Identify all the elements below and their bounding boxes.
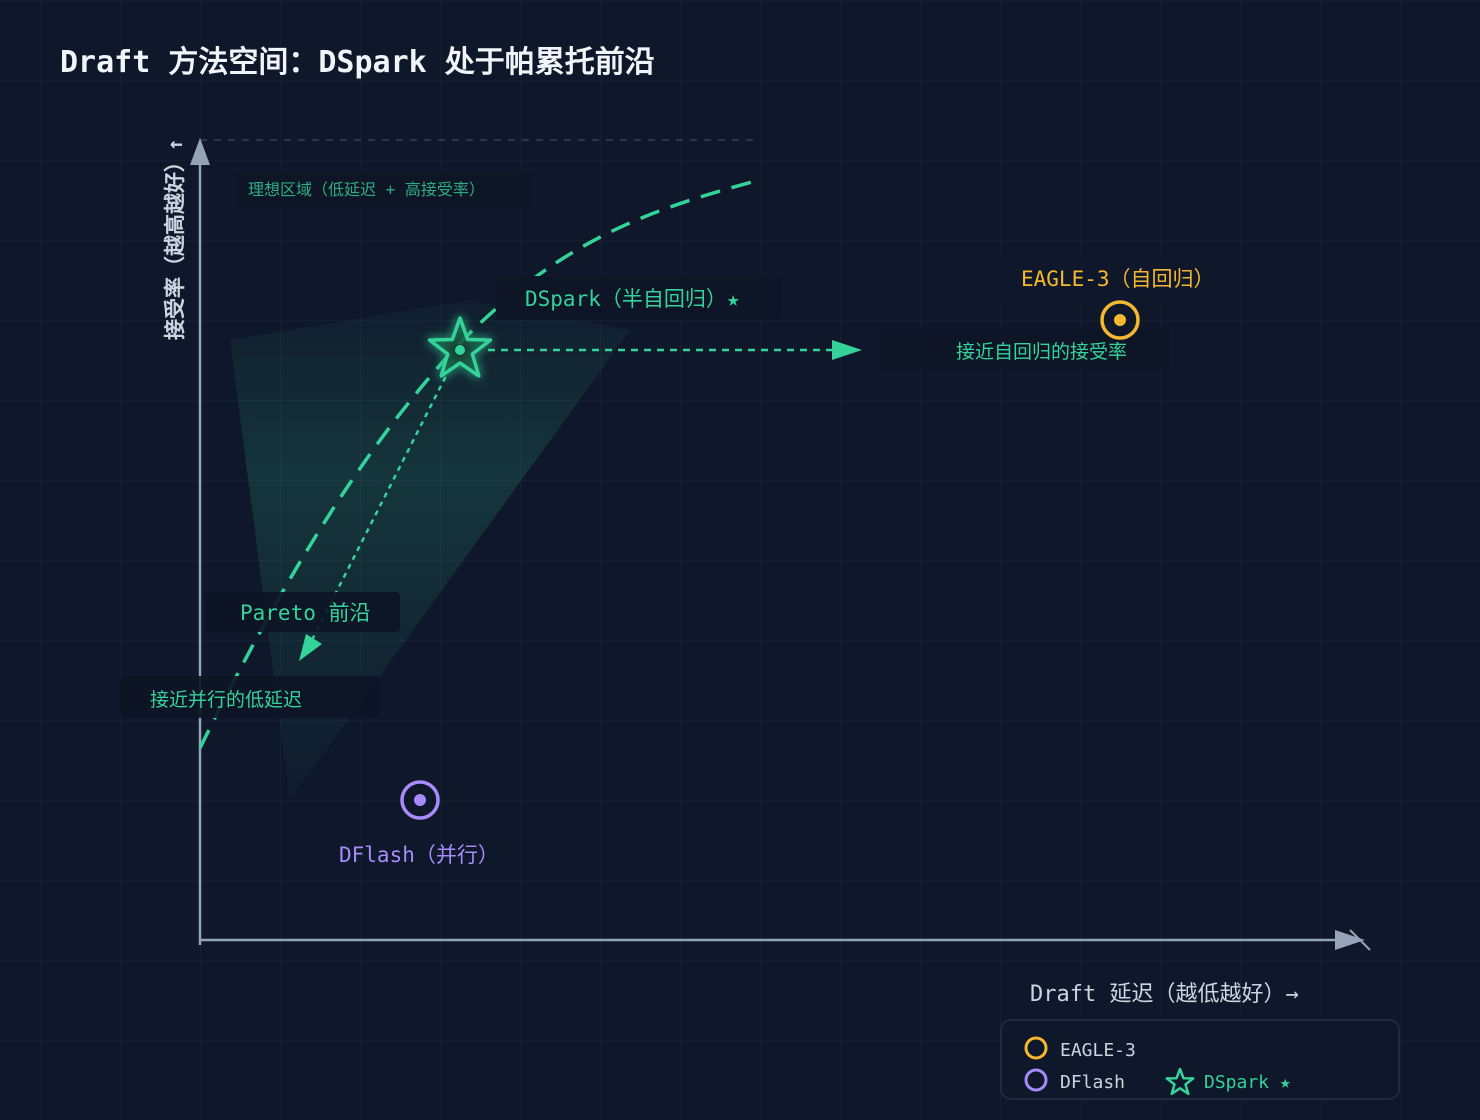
dspark-label: DSpark（半自回归）★ xyxy=(525,287,740,311)
ideal-zone-label: 理想区域（低延迟 + 高接受率） xyxy=(248,180,485,199)
near-parallel-box xyxy=(120,676,380,718)
eagle-point: EAGLE-3（自回归） xyxy=(1000,258,1235,340)
near-ar-label: 接近自回归的接受率 xyxy=(956,341,1127,363)
legend-dspark-icon xyxy=(1165,1067,1195,1096)
x-axis-arrow-icon xyxy=(1335,930,1365,950)
y-axis xyxy=(190,138,210,945)
page-title: Draft 方法空间：DSpark 处于帕累托前沿 xyxy=(60,45,655,80)
x-axis-label: Draft 延迟（越低越好）→ xyxy=(1030,982,1299,1007)
near-parallel-arrowhead-icon xyxy=(299,634,322,661)
ideal-zone-box xyxy=(236,172,532,208)
y-axis-arrow-icon xyxy=(190,138,210,165)
pareto-frontier-curve xyxy=(198,180,753,749)
legend-eagle-icon xyxy=(1024,1036,1048,1060)
eagle-label: EAGLE-3（自回归） xyxy=(1021,267,1215,291)
legend-eagle-label: EAGLE-3 xyxy=(1060,1040,1136,1061)
pareto-label-box xyxy=(206,592,400,632)
pareto-label: Pareto 前沿 xyxy=(240,601,371,625)
x-axis xyxy=(200,929,1371,951)
legend-dflash-label: DFlash xyxy=(1060,1072,1125,1093)
dspark-point: DSpark（半自回归）★ xyxy=(427,276,781,378)
legend-dflash-icon xyxy=(1024,1068,1048,1092)
legend-box xyxy=(1000,1019,1400,1100)
dflash-label: DFlash（并行） xyxy=(339,843,499,867)
pareto-band xyxy=(230,300,630,800)
near-parallel-label: 接近并行的低延迟 xyxy=(150,689,302,711)
near-ar-arrowhead-icon xyxy=(832,340,862,360)
legend: EAGLE-3 DFlash DSpark ★ xyxy=(1000,1019,1400,1100)
y-axis-label: 接受率（越高越好）↑ xyxy=(163,138,187,340)
legend-dspark-label: DSpark ★ xyxy=(1204,1072,1291,1093)
dspark-label-box xyxy=(496,276,781,320)
dflash-point: DFlash（并行） xyxy=(339,780,499,867)
